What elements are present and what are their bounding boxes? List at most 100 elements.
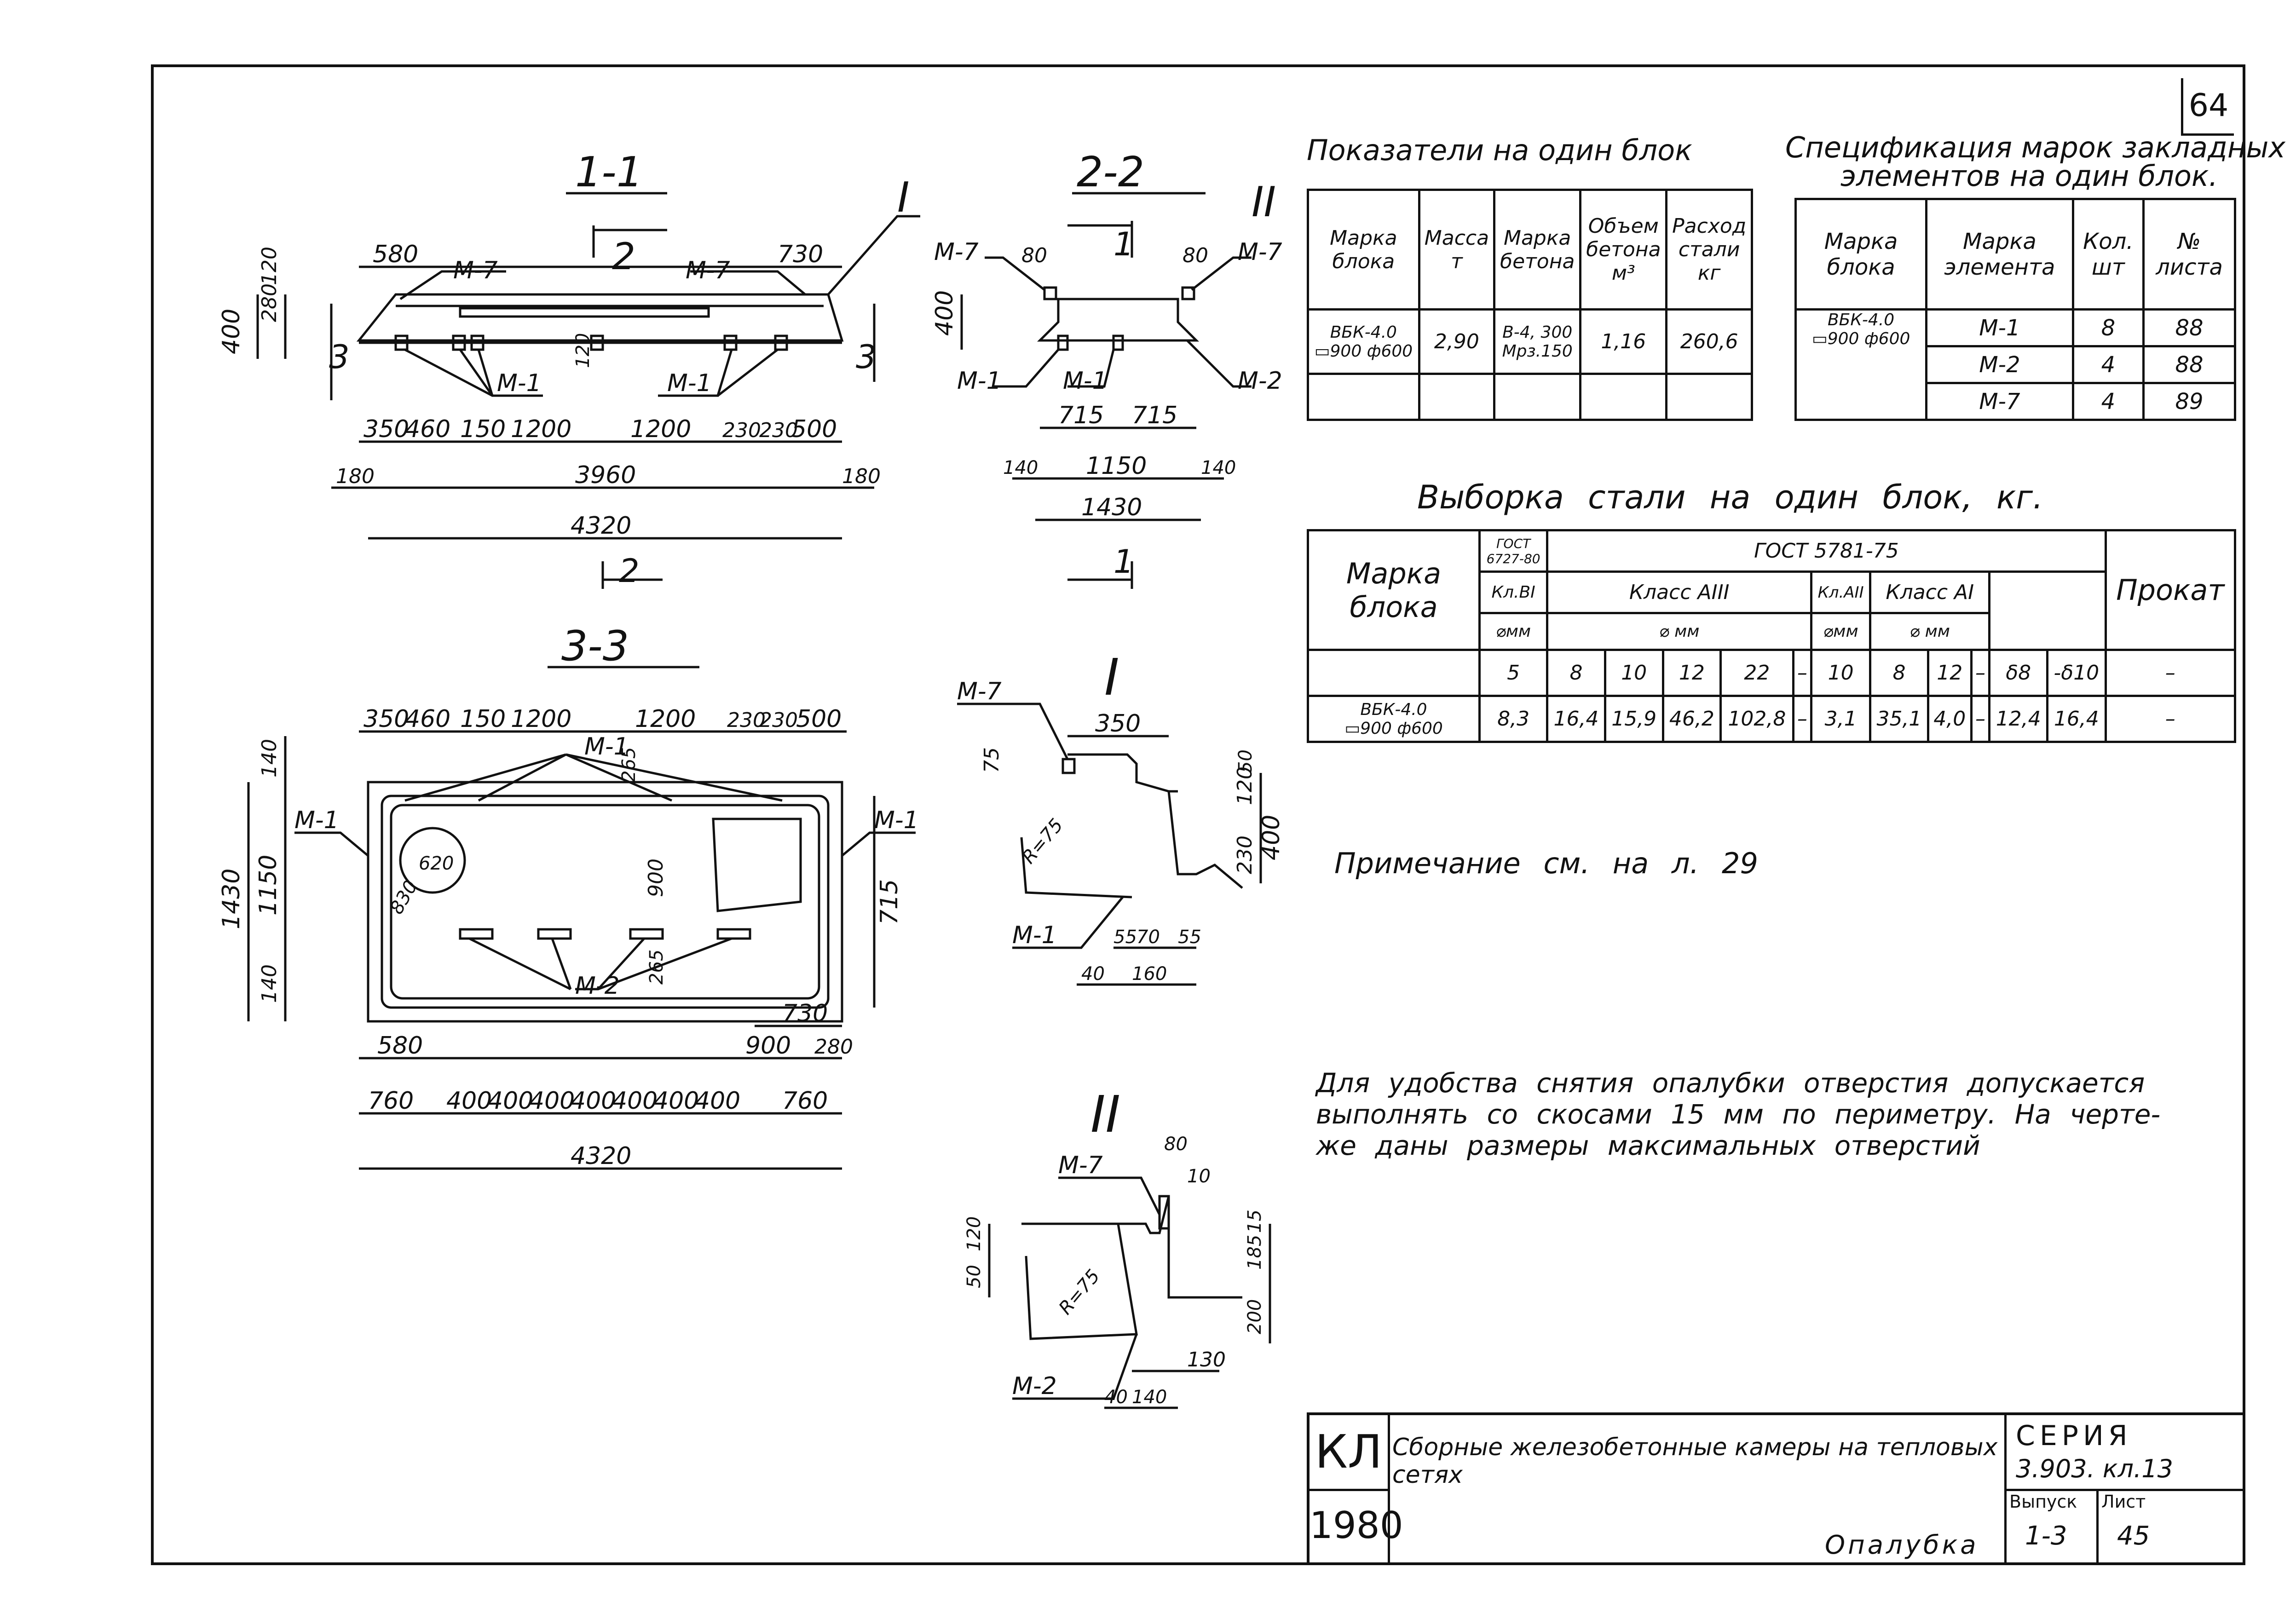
dim-dii-40: 40 (1104, 1387, 1128, 1408)
dim-dii-80: 80 (1164, 1134, 1188, 1155)
dim-s3-b2-8: 400 (695, 1087, 740, 1115)
page-number-box: 64 (2181, 78, 2234, 136)
note-paragraph: Для удобства снятия опалубки отверстия д… (1316, 1067, 2161, 1161)
dim-s1-row-2: 460 (405, 415, 450, 443)
dim-s3-265-bot: 265 (646, 950, 667, 985)
dim-dii-50: 50 (963, 1265, 985, 1288)
dim-s1-row-3: 150 (460, 415, 506, 443)
stamp-issue-box: Выпуск 1-3 (2004, 1489, 2099, 1562)
dim-s1-580: 580 (373, 241, 418, 268)
steel-h-kl-b1: Кл.BI (1478, 570, 1549, 614)
stamp-name: Опалубка (1825, 1530, 1979, 1560)
page-number: 64 (2188, 87, 2229, 124)
dim-di-55a: 55 (1113, 927, 1137, 948)
stamp-logo: КЛ (1310, 1415, 1390, 1491)
dim-s3-top-5: 1200 (635, 705, 696, 733)
stamp-sheet: 45 (2117, 1521, 2150, 1551)
steel-h-dmm-1: ⌀мм (1478, 612, 1549, 651)
dim-s1-180-right: 180 (842, 465, 881, 488)
dim-s1-120: 120 (258, 247, 281, 285)
spec-cnt-2: 4 (2071, 345, 2145, 384)
spec-el-3: М-7 (1925, 382, 2074, 421)
stamp-series-box: СЕРИЯ 3.903. кл.13 (2004, 1415, 2245, 1491)
dim-s3-900: 900 (644, 858, 668, 897)
spec-h-count: Кол.шт (2071, 198, 2145, 311)
dim-s1-280: 280 (258, 283, 281, 322)
dim-s2-140-left: 140 (1003, 457, 1038, 478)
sheet-frame (151, 64, 2245, 1565)
dim-s3-b2-5: 400 (571, 1087, 616, 1115)
spec-block: ВБК-4.0▭900 ф600 (1794, 308, 1928, 421)
steel-h-a3: Класс АIII (1546, 570, 1813, 614)
dim-s3-140-bot: 140 (258, 964, 281, 1003)
dim-s2-80-right: 80 (1183, 244, 1208, 267)
dim-s3-b2-4: 400 (529, 1087, 575, 1115)
label-m7-di: М-7 (957, 678, 1002, 705)
dim-s3-top-7: 230 (759, 709, 798, 732)
steel-block: ВБК-4.0▭900 ф600 (1307, 695, 1481, 743)
dim-s3-b2-1: 760 (368, 1087, 414, 1115)
dim-s3-730: 730 (782, 1000, 828, 1027)
steel-h-dmm-3: ⌀мм (1810, 612, 1872, 651)
dim-di-230: 230 (1233, 835, 1257, 874)
dim-di-75: 75 (980, 747, 1004, 773)
dim-s2-715-a: 715 (1058, 402, 1104, 429)
ind-steel: 260,6 (1665, 308, 1753, 375)
section-2-2-outline (1037, 298, 1200, 342)
dim-s1-row-8: 500 (791, 415, 837, 443)
dim-s3-4320: 4320 (571, 1142, 631, 1170)
title-block: КЛ 1980 Сборные железобетонные камеры на… (1307, 1412, 2245, 1562)
dim-dii-15: 15 (1244, 1210, 1265, 1233)
dim-s3-top-6: 230 (727, 709, 766, 732)
dim-s1-row-1: 350 (363, 415, 409, 443)
section-3-3-title: 3-3 (561, 622, 629, 670)
dim-s2-1430: 1430 (1081, 494, 1142, 521)
steel-h-gost: ГОСТ 5781-75 (1546, 529, 2107, 573)
dim-dii-r75: R=75 (1055, 1266, 1104, 1319)
label-m1-b: М-1 (667, 369, 712, 397)
section-2-2-title: 2-2 (1077, 148, 1144, 196)
cut-3-right: 3 (856, 338, 877, 376)
ind-mark: ВБК-4.0▭900 ф600 (1307, 308, 1420, 375)
steel-h-prokat: Прокат (2104, 529, 2237, 651)
dim-s2-715-b: 715 (1132, 402, 1177, 429)
label-m1-a: М-1 (497, 369, 542, 397)
dim-s3-b2-9: 760 (782, 1087, 828, 1115)
stamp-sheet-box: Лист 45 (2096, 1489, 2172, 1562)
dim-s3-900b: 900 (745, 1032, 791, 1060)
section-1-1: 1-1 2 М-7 М-7 М-1 М-1 I 580 730 400 280 … (218, 148, 920, 590)
steel-h-kl-a2: Кл.АII (1810, 570, 1872, 614)
steel-h-a1: Класс АI (1869, 570, 1991, 614)
label-m7-dii: М-7 (1058, 1152, 1103, 1179)
dim-dii-10: 10 (1187, 1166, 1211, 1187)
dim-s3-top-4: 1200 (511, 705, 571, 733)
stamp-title: Сборные железобетонные камеры на тепловы… (1392, 1434, 1998, 1489)
dim-s1-400: 400 (218, 309, 245, 354)
dim-s2-1150: 1150 (1086, 452, 1147, 480)
spec-cnt-1: 8 (2071, 308, 2145, 347)
dim-dii-120: 120 (963, 1216, 985, 1251)
label-m7-s2-left: М-7 (934, 238, 979, 266)
stamp-issue: 1-3 (2025, 1521, 2067, 1551)
dim-dii-140: 140 (1132, 1387, 1167, 1408)
dim-di-55b: 55 (1178, 927, 1201, 948)
dim-di-120: 120 (1233, 766, 1257, 805)
stamp-sheet-label: Лист (2101, 1492, 2146, 1512)
dim-s1-3960: 3960 (575, 461, 636, 489)
dim-s1-4320: 4320 (571, 512, 631, 540)
steel-title: Выборка стали на один блок, кг. (1417, 478, 2043, 516)
indicators-title: Показатели на один блок (1307, 133, 1692, 167)
dim-dii-185: 185 (1244, 1235, 1265, 1270)
label-m2-dii: М-2 (1012, 1372, 1057, 1400)
dim-s2-400: 400 (931, 290, 958, 336)
